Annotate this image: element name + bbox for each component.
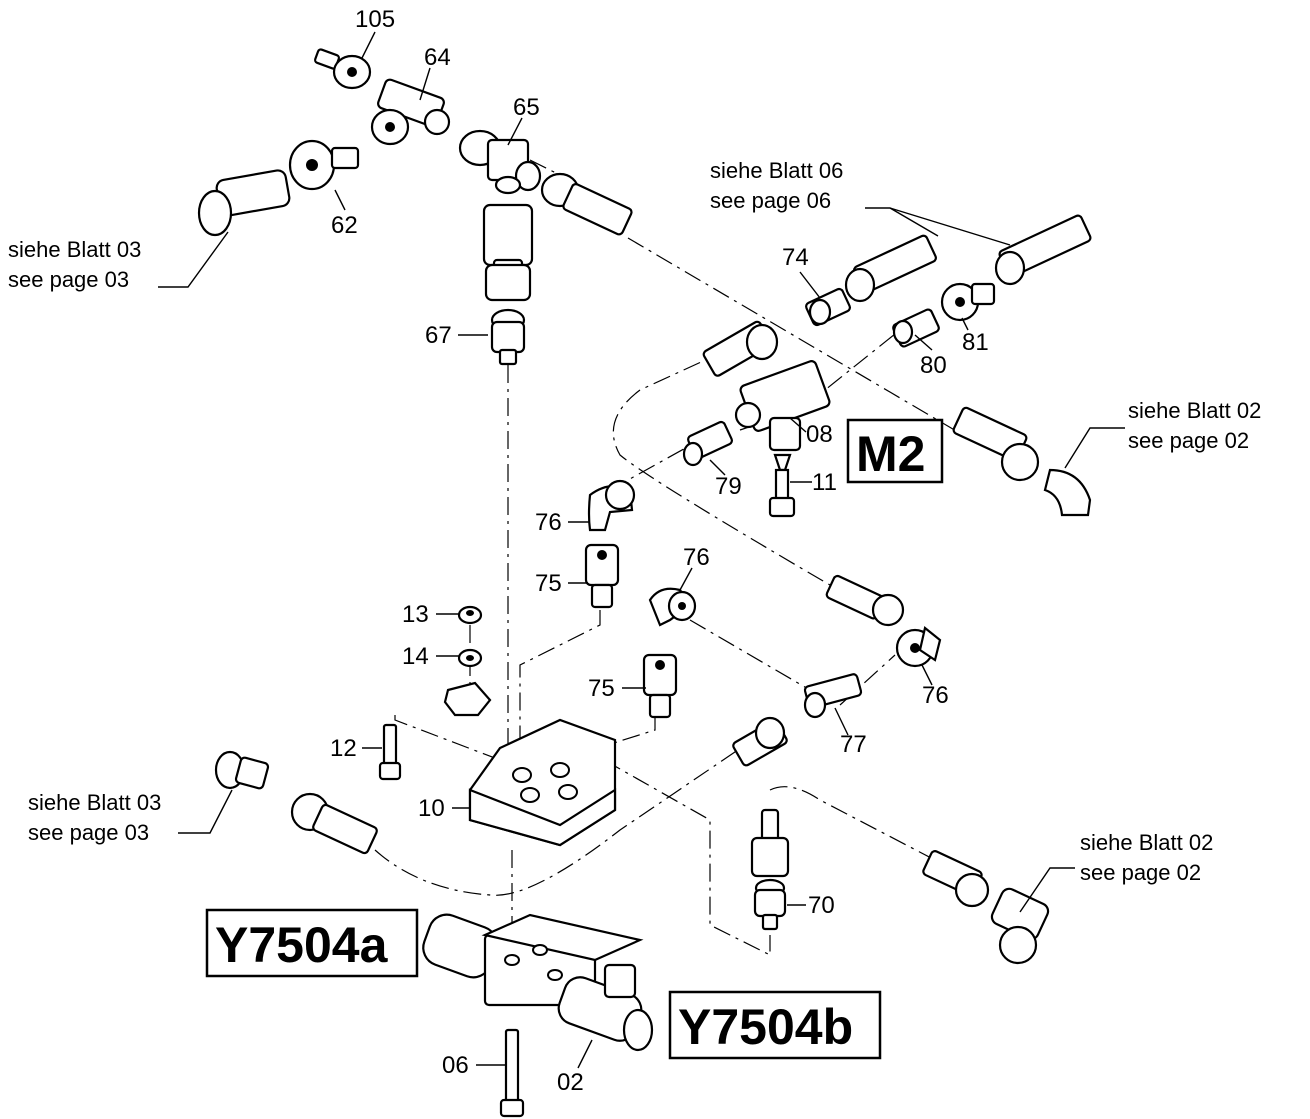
part-65-tee [458,129,542,195]
part-11-screw [768,453,796,518]
callout-76-middle: 76 [683,544,710,571]
part-02-solenoid-valve [422,913,654,1052]
part-62-fitting [197,139,360,237]
callout-80: 80 [920,352,947,379]
component-labels: M2 Y7504a Y7504b [205,418,944,1060]
hose-lower-middle [732,716,788,767]
ref-sheet06-en: see page 06 [710,188,831,213]
callout-10: 10 [418,795,445,822]
callout-13: 13 [402,601,429,628]
callout-65: 65 [513,94,540,121]
part-79-nipple [682,420,733,467]
part-77-tee [803,673,863,719]
ref-sheet02-bottom-en: see page 02 [1080,860,1201,885]
hose-to-part-76-right [825,574,905,627]
part-75-fitting-lower [642,653,678,719]
hose-left-see-page-03 [214,750,378,855]
callout-14: 14 [402,643,429,670]
hose-top-right [540,172,633,236]
part-14-washer [457,648,483,668]
hose-left-elbow [702,320,779,377]
callout-numbers: 105 64 65 62 67 74 80 81 08 11 79 76 75 … [330,6,989,1096]
part-67-fitting-stack [482,203,534,366]
callout-75-lower: 75 [588,675,615,702]
part-81-fitting [940,282,996,322]
ref-sheet02-right-en: see page 02 [1128,428,1249,453]
part-76-elbow-right [895,626,942,668]
callout-62: 62 [331,212,358,239]
ref-sheet03-top-de: siehe Blatt 03 [8,237,141,262]
ref-sheet02-right-de: siehe Blatt 02 [1128,398,1261,423]
ref-sheet02-bottom-de: siehe Blatt 02 [1080,830,1213,855]
callout-75-upper: 75 [535,570,562,597]
callout-06: 06 [442,1052,469,1079]
callout-02: 02 [557,1069,584,1096]
callout-70: 70 [808,892,835,919]
part-80-nipple [892,308,940,348]
callout-67: 67 [425,322,452,349]
callout-74: 74 [782,244,809,271]
part-06-bolt [499,1028,525,1118]
callout-76-upper: 76 [535,509,562,536]
part-75-fitting-upper [584,543,620,609]
ref-sheet06-de: siehe Blatt 06 [710,158,843,183]
callout-105: 105 [355,6,395,33]
part-64-tee [370,78,451,146]
part-08-tee-block [734,360,831,452]
callout-11: 11 [812,469,837,496]
callout-76-right: 76 [922,682,949,709]
part-13-nut [457,605,483,625]
callout-81: 81 [962,329,989,356]
part-10-manifold-plate [468,718,617,847]
callout-79: 79 [715,473,742,500]
callout-12: 12 [330,735,357,762]
leader-lines [158,31,1125,1069]
hose-bottom-right-see-page-02 [922,850,1050,965]
hose-right-see-page-02 [952,406,1092,517]
part-76-elbow-upper [587,479,636,532]
hose-see-page-06 [844,214,1092,303]
connection-lines [374,159,981,1000]
part-74-fitting [805,287,851,327]
part-12-bolt [378,723,402,781]
sheet-references: siehe Blatt 03 see page 03 siehe Blatt 0… [8,158,1261,885]
label-m2: M2 [856,426,925,482]
callout-08: 08 [806,421,833,448]
callout-64: 64 [424,44,451,71]
ref-sheet03-top-en: see page 03 [8,267,129,292]
part-70-fitting-stack [750,808,790,931]
label-y7504a: Y7504a [215,917,389,973]
part-105-fitting [314,48,372,90]
plate-small [443,681,492,717]
label-y7504b: Y7504b [678,999,853,1055]
ref-sheet03-bottom-de: siehe Blatt 03 [28,790,161,815]
ref-sheet03-bottom-en: see page 03 [28,820,149,845]
callout-77: 77 [840,731,867,758]
part-76-elbow-middle [648,587,697,627]
